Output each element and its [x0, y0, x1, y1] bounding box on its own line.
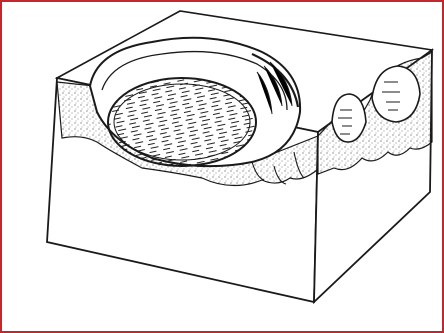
lesion-core: [108, 78, 256, 166]
tissue-block-illustration: [2, 2, 442, 331]
